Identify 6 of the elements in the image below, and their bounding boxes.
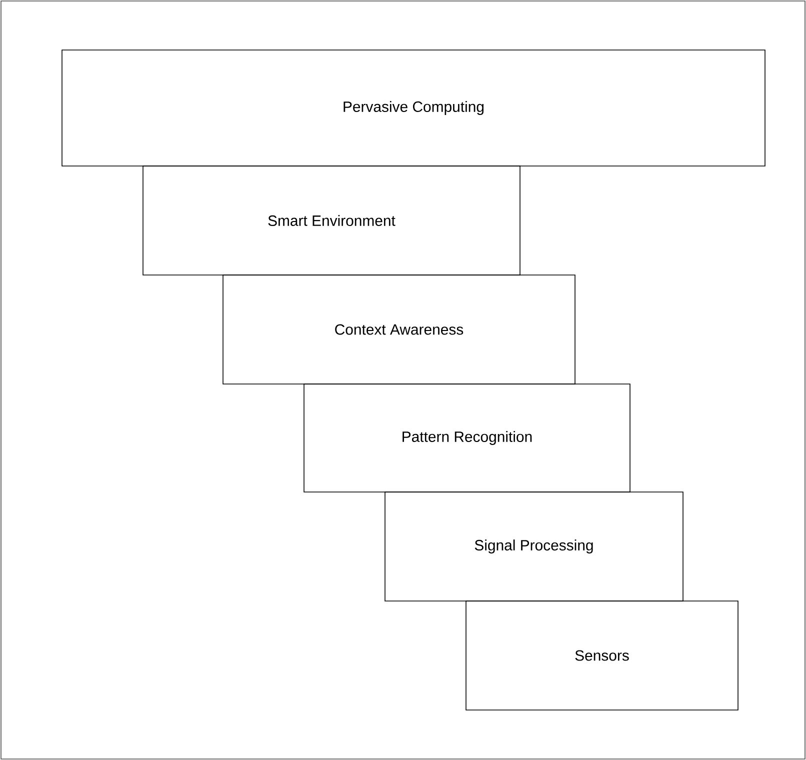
- process-box: Smart Environment: [142, 166, 520, 276]
- process-box: Context Awareness: [222, 274, 576, 384]
- process-box: Pervasive Computing: [62, 50, 766, 166]
- process-box: Sensors: [466, 600, 738, 710]
- process-box: Pattern Recognition: [304, 384, 630, 492]
- process-box: Signal Processing: [384, 492, 684, 602]
